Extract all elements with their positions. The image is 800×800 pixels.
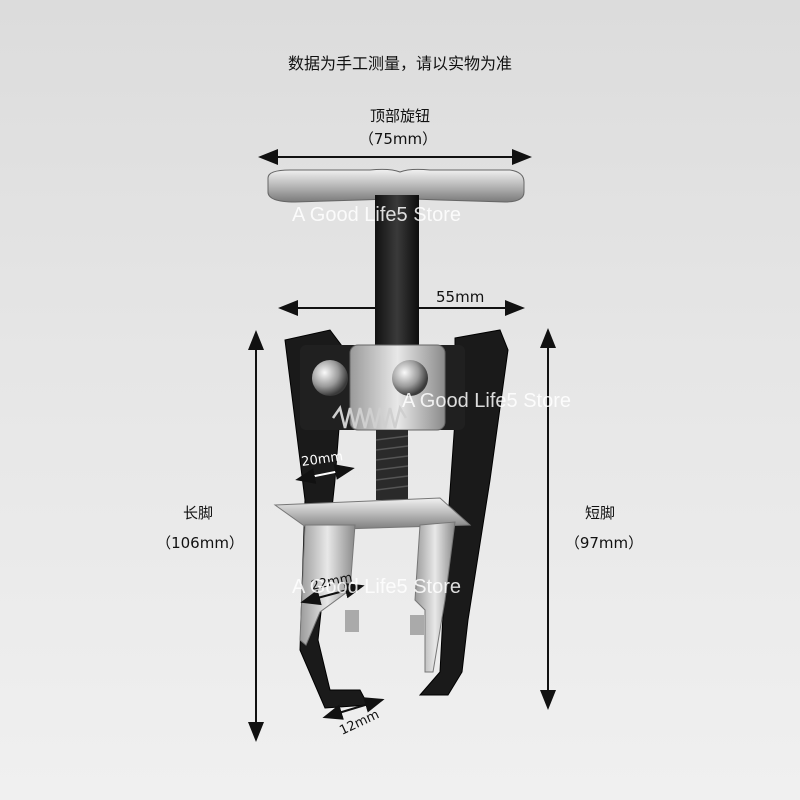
right-arm [418, 329, 509, 696]
top-knob [267, 168, 525, 203]
sliding-plate [273, 497, 472, 531]
left-leg-label: 长脚 [182, 504, 214, 522]
measurement-note: 数据为手工测量，请以实物为准 [287, 54, 513, 73]
left-leg-value: （106mm） [156, 534, 244, 552]
knob-label: 顶部旋钮 [369, 107, 431, 125]
right-ball-bearing [392, 360, 428, 396]
inner-width-arrow [295, 464, 355, 484]
right-inner-jaw [414, 521, 456, 673]
watermark-top: A Good Life5 Store [292, 204, 462, 226]
foot-width-arrow [322, 697, 385, 720]
left-ball-bearing [312, 360, 348, 396]
jaw-width-arrow [300, 582, 365, 606]
inner-width-label: 20mm [300, 449, 344, 470]
screw-rod [375, 195, 419, 345]
right-leg-value: （97mm） [564, 534, 644, 552]
watermark-bottom: A Good Life5 Store [292, 576, 462, 598]
watermark-middle: A Good Life5 Store [402, 390, 572, 412]
right-leg-label: 短脚 [584, 504, 616, 522]
left-pin [345, 610, 359, 632]
right-pin [410, 615, 424, 635]
knob-value: （75mm） [358, 130, 438, 148]
spring [331, 404, 408, 429]
